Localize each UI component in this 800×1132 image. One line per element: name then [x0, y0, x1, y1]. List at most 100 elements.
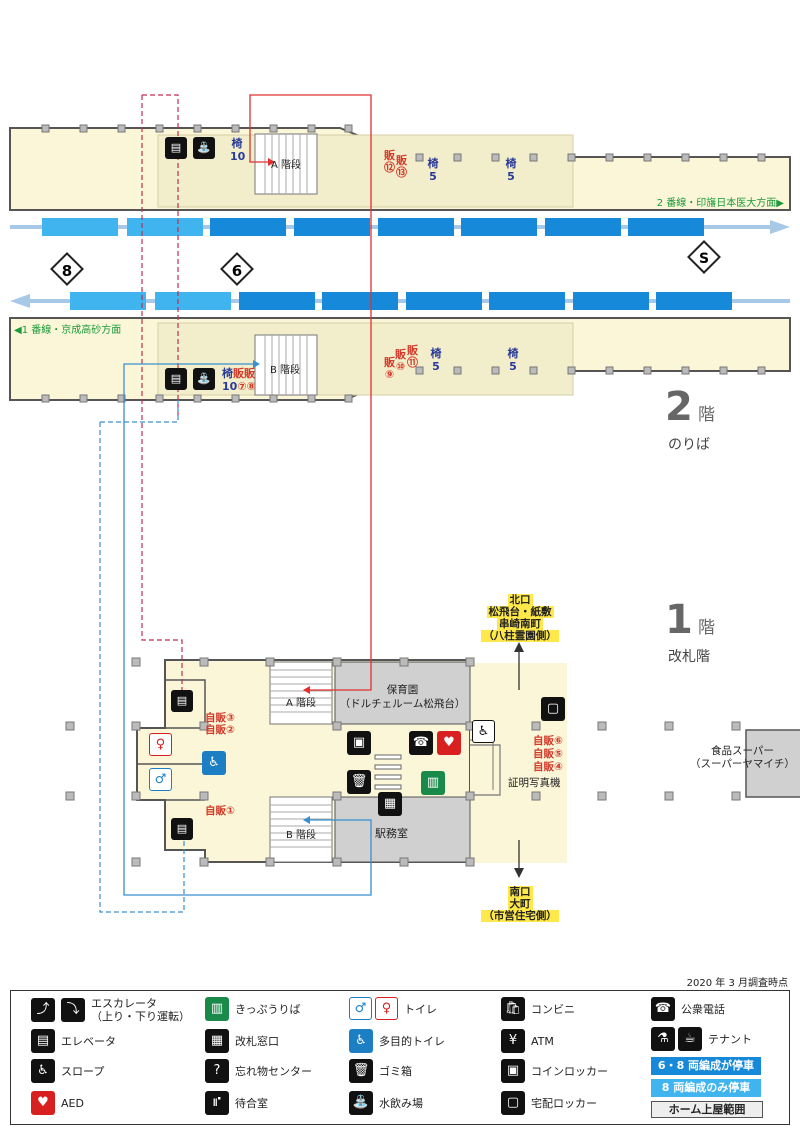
multipurpose-toilet-icon: ♿	[202, 751, 226, 775]
coin-locker-icon: ▣	[501, 1059, 525, 1083]
north-exit-arrow	[514, 642, 524, 652]
public-phone-icon: ☎	[651, 997, 675, 1021]
trash-bin-icon: 🗑	[347, 770, 371, 794]
legend-roof: ホーム上屋範囲	[651, 1101, 763, 1118]
water-fountain-icon: ⛲	[193, 137, 215, 159]
convenience-store-icon: 🛍	[501, 997, 525, 1021]
station-office-label: 駅務室	[375, 827, 408, 840]
delivery-locker-icon: ▢	[501, 1091, 525, 1115]
direction-track-2: 2 番線・印旛日本医大方面▶	[656, 198, 784, 209]
gate-window-icon: ▦	[378, 792, 402, 816]
bench-bottom-a: 椅販販 10⑦⑧	[222, 367, 256, 393]
elevator-route-blue	[99, 400, 185, 913]
legend-ticket: ▥きっぷうりば	[205, 997, 301, 1021]
tenant-shop-icon: ⚗	[651, 1027, 675, 1051]
waiting-room-icon: ⑈	[205, 1091, 229, 1115]
elevator-icon: ▤	[171, 690, 193, 712]
atm-icon: ¥	[501, 1029, 525, 1053]
tenant-cafe-icon: ☕	[678, 1027, 702, 1051]
elevator-icon: ▤	[171, 818, 193, 840]
elevator-icon: ▤	[31, 1029, 55, 1053]
legend-stop-8: 8 両編成のみ停車	[651, 1079, 761, 1097]
legend-trash: 🗑ゴミ箱	[349, 1059, 412, 1083]
ticket-gates	[374, 754, 402, 790]
north-exit-label: 北口 松飛台・紙敷 串崎南町 （八柱霊園側）	[481, 594, 559, 642]
ticket-machine-icon: ▥	[205, 997, 229, 1021]
legend-delivery-locker: ▢宅配ロッカー	[501, 1091, 597, 1115]
stairs-a-concourse	[269, 661, 333, 725]
legend-conveni: 🛍コンビニ	[501, 997, 575, 1021]
stop-marker-6: 6	[220, 252, 254, 286]
legend-tenant: ⚗ ☕テナント	[651, 1027, 752, 1051]
legend-elevator: ▤エレベータ	[31, 1029, 116, 1053]
legend-phone: ☎公衆電話	[651, 997, 725, 1021]
legend-slope: ♿スロープ	[31, 1059, 104, 1083]
gate-window-icon: ▦	[205, 1029, 229, 1053]
escalator-down-icon: ⤵	[61, 998, 85, 1022]
stairs-b-top-label: B 階段	[270, 365, 301, 376]
slope-icon: ♿	[31, 1059, 55, 1083]
train-cars-track-1	[70, 292, 732, 310]
floor-2-name: のりば	[668, 437, 710, 453]
elevator-route-red	[141, 94, 183, 690]
floor-2-label: 2 階	[665, 384, 715, 430]
legend-aed: ♥AED	[31, 1091, 84, 1115]
legend-waiting: ⑈待合室	[205, 1091, 268, 1115]
svg-text:6: 6	[232, 262, 242, 280]
legend-stop-6-8: 6・8 両編成が停車	[651, 1057, 761, 1075]
public-phone-icon: ☎	[409, 731, 433, 755]
elevator-icon: ▤	[165, 137, 187, 159]
water-fountain-icon: ⛲	[349, 1091, 373, 1115]
floor-1-name: 改札階	[668, 649, 710, 665]
supermarket-building	[745, 729, 800, 798]
mens-toilet-icon: ♂	[349, 997, 372, 1020]
vending-1: 自販①	[205, 805, 235, 817]
floor-1-label: 1 階	[665, 597, 715, 643]
lost-and-found-icon: ?	[205, 1059, 229, 1083]
aed-icon: ♥	[437, 731, 461, 755]
svg-text:8: 8	[62, 262, 72, 280]
elevator-icon: ▤	[165, 368, 187, 390]
water-fountain-icon: ⛲	[193, 368, 215, 390]
delivery-locker-icon: ▢	[541, 697, 565, 721]
svg-text:S: S	[699, 251, 709, 267]
direction-track-1: ◀1 番線・京成高砂方面	[14, 325, 122, 336]
trash-bin-icon: 🗑	[349, 1059, 373, 1083]
legend-toilet: ♂ ♀ トイレ	[349, 997, 437, 1020]
south-exit-label: 南口 大町 （市営住宅側）	[481, 886, 559, 922]
slope-ramp	[470, 744, 501, 796]
legend-coin-locker: ▣コインロッカー	[501, 1059, 608, 1083]
stop-marker-s: S	[687, 240, 721, 274]
legend-mp-toilet: ♿多目的トイレ	[349, 1029, 445, 1053]
station-map: 8 6 S	[9, 94, 800, 913]
route-a-red	[249, 94, 372, 691]
stairs-a-label: A 階段	[286, 698, 317, 709]
supermarket-label: 食品スーパー（スーパーヤマイチ）	[690, 745, 795, 770]
womens-toilet-icon: ♀	[375, 997, 398, 1020]
survey-date: 2020 年 3 月調査時点	[686, 978, 788, 989]
stop-marker-8: 8	[50, 252, 84, 286]
coin-locker-icon: ▣	[347, 731, 371, 755]
legend-escalator: ⤴ ⤵ エスカレータ（上り・下り運転）	[31, 997, 190, 1023]
south-exit-arrow	[514, 868, 524, 878]
nursery-label: 保育園（ドルチェルーム松飛台）	[339, 684, 466, 710]
route-b-blue	[123, 363, 372, 896]
mens-toilet-icon: ♂	[149, 768, 172, 791]
concourse-east-area	[470, 663, 567, 863]
station-office-room	[334, 796, 471, 863]
track-1-arrowhead	[10, 294, 30, 308]
stairs-b-label: B 階段	[286, 830, 317, 841]
womens-toilet-icon: ♀	[149, 733, 172, 756]
legend-atm: ¥ATM	[501, 1029, 554, 1053]
